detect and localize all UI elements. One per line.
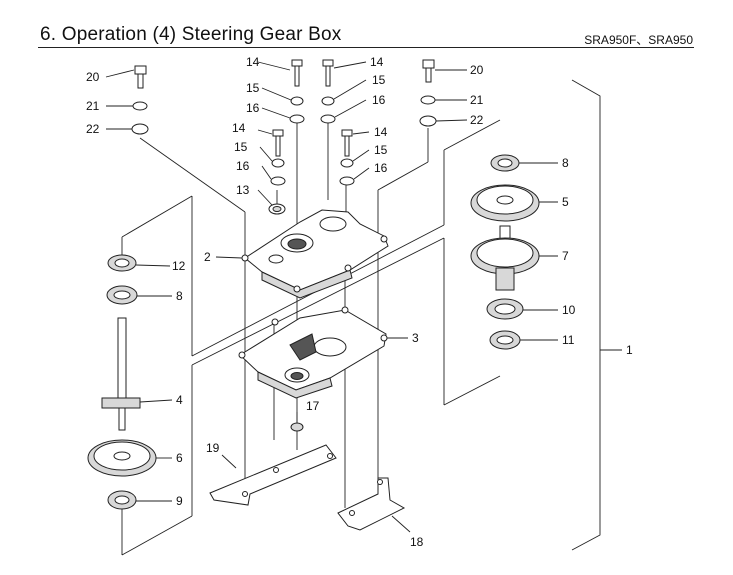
- spring-washer-15-a: [290, 96, 304, 106]
- callout-14-c: 14: [232, 121, 246, 135]
- callout-11: 11: [562, 333, 575, 347]
- bearing-12: [107, 254, 137, 272]
- model-label: SRA950F、SRA950: [584, 33, 693, 47]
- bearing-10: [486, 298, 524, 320]
- case-cover-2: [241, 209, 389, 299]
- bearing-8-left: [106, 285, 138, 305]
- gear-5: [470, 184, 540, 222]
- washer-16-a: [289, 114, 305, 124]
- callout-12: 12: [172, 259, 186, 273]
- callout-21-right: 21: [470, 93, 484, 107]
- callout-9: 9: [176, 494, 183, 508]
- callout-2: 2: [204, 250, 211, 264]
- plug-17: [290, 422, 304, 432]
- callout-21-left: 21: [86, 99, 100, 113]
- washer-16-d: [339, 176, 355, 186]
- shaft-4: [101, 317, 141, 431]
- callout-15-a: 15: [246, 81, 260, 95]
- washer-16-b: [320, 114, 336, 124]
- callout-8-right: 8: [562, 156, 569, 170]
- assembly-bracket-1: [571, 79, 622, 551]
- callout-14-b: 14: [370, 55, 384, 69]
- callout-16-c: 16: [236, 159, 250, 173]
- callout-17: 17: [306, 399, 320, 413]
- bearing-11: [489, 330, 521, 350]
- case-body-3: [238, 306, 388, 399]
- header-rule: [38, 47, 694, 48]
- bolt-14-a: [291, 59, 303, 87]
- callout-labels: 20 21 22 14 15 16 14 15 16 20 21 22 14 1…: [86, 55, 633, 549]
- callout-20-right: 20: [470, 63, 484, 77]
- bolt-14-b: [322, 59, 334, 87]
- callout-10: 10: [562, 303, 576, 317]
- spring-washer-15-c: [271, 158, 285, 168]
- callout-22-right: 22: [470, 113, 484, 127]
- callout-8-left: 8: [176, 289, 183, 303]
- callout-19: 19: [206, 441, 220, 455]
- callout-13: 13: [236, 183, 250, 197]
- bolt-20-left: [134, 65, 147, 89]
- washer-22-right: [419, 115, 437, 127]
- callout-15-d: 15: [374, 143, 388, 157]
- callout-16-a: 16: [246, 101, 260, 115]
- page-header: 6. Operation (4) Steering Gear Box SRA95…: [0, 0, 733, 50]
- bearing-9: [107, 490, 137, 510]
- callout-16-d: 16: [374, 161, 388, 175]
- spring-washer-21-right: [420, 95, 436, 105]
- bracket-19: [209, 444, 337, 506]
- bolt-20-right: [422, 59, 435, 83]
- callout-15-c: 15: [234, 140, 248, 154]
- bolt-14-d: [341, 129, 353, 157]
- page-title: 6. Operation (4) Steering Gear Box: [40, 24, 342, 45]
- callout-1: 1: [626, 343, 633, 357]
- callout-3: 3: [412, 331, 419, 345]
- callout-22-left: 22: [86, 122, 100, 136]
- callout-14-a: 14: [246, 55, 260, 69]
- callout-18: 18: [410, 535, 424, 549]
- spring-washer-15-d: [340, 158, 354, 168]
- washer-22-left: [131, 123, 149, 135]
- callout-16-b: 16: [372, 93, 386, 107]
- callout-6: 6: [176, 451, 183, 465]
- bearing-8-right: [490, 154, 520, 172]
- callout-leaders: [105, 61, 558, 533]
- callout-14-d: 14: [374, 125, 388, 139]
- callout-15-b: 15: [372, 73, 386, 87]
- bracket-18: [337, 477, 406, 531]
- callout-20-left: 20: [86, 70, 100, 84]
- washer-16-c: [270, 176, 286, 186]
- gear-6: [87, 439, 157, 477]
- gear-7: [470, 225, 540, 291]
- callout-5: 5: [562, 195, 569, 209]
- bolt-14-c: [272, 129, 284, 157]
- callout-4: 4: [176, 393, 183, 407]
- oil-seal-13: [268, 203, 286, 215]
- spring-washer-15-b: [321, 96, 335, 106]
- spring-washer-21-left: [132, 101, 148, 111]
- callout-7: 7: [562, 249, 569, 263]
